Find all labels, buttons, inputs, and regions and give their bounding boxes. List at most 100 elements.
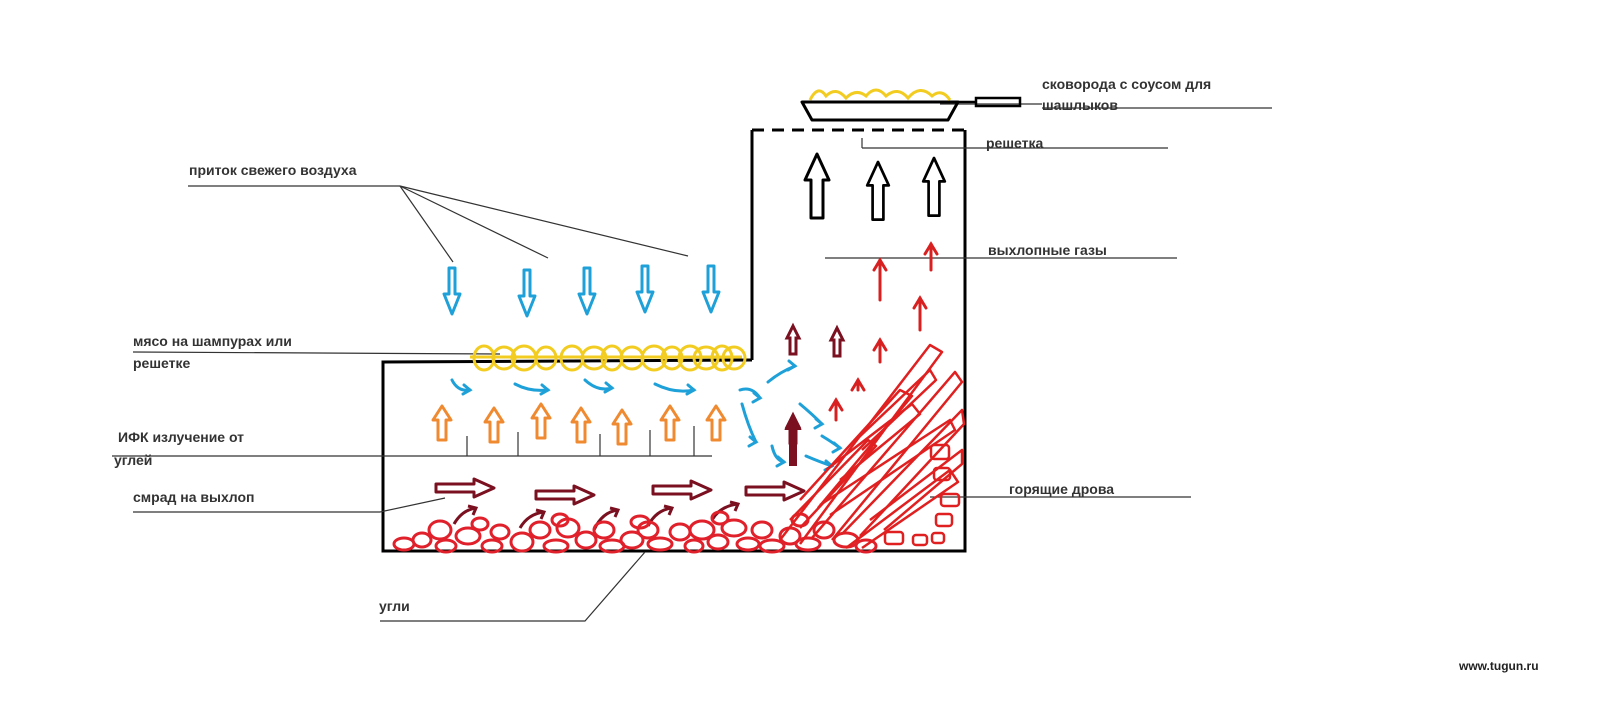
wood-chunk-3 — [939, 492, 961, 508]
label-meat-line1: мясо на шампурах или — [133, 333, 292, 349]
label-stench: смрад на выхлоп — [133, 489, 255, 505]
coal-34 — [710, 510, 730, 526]
coal-9 — [528, 520, 552, 540]
exhaust-arrow-head-6 — [828, 397, 844, 412]
log-3 — [841, 408, 966, 537]
coal-8 — [509, 531, 535, 553]
coal-7 — [489, 523, 511, 541]
airflow-head-8 — [775, 455, 787, 468]
coal-20 — [688, 519, 716, 541]
stench-curl-head-2 — [535, 508, 547, 520]
pointer-meat — [132, 351, 501, 355]
stench-curl-head-1 — [467, 504, 479, 516]
pointer-fresh-air-3 — [399, 185, 689, 257]
infrared-arrow-4 — [570, 406, 592, 444]
stench-arrow-2 — [534, 484, 596, 506]
stench-arrow-3 — [651, 479, 713, 501]
airflow-head-9 — [813, 417, 825, 430]
infrared-arrow-5 — [611, 408, 633, 446]
label-fresh-air: приток свежего воздуха — [189, 162, 357, 178]
coal-17 — [646, 536, 674, 552]
wood-chunk-5 — [911, 533, 929, 547]
log-6 — [825, 402, 922, 481]
airflow-head-6 — [786, 359, 798, 372]
dark-up-arrow-1 — [784, 322, 802, 356]
meat-piece-2 — [491, 345, 517, 371]
stench-curl-head-5 — [729, 500, 741, 512]
exhaust-arrow-head-1 — [872, 257, 888, 272]
chamber-wall — [381, 130, 967, 553]
airflow-head-3 — [603, 381, 615, 394]
coal-4 — [434, 538, 458, 554]
chimney-arrows — [803, 152, 947, 221]
meat-piece-9 — [640, 344, 668, 372]
coal-10 — [542, 538, 570, 554]
fresh-air-arrow-2 — [517, 268, 537, 318]
coal-12 — [574, 530, 598, 550]
fresh-air-arrow-4 — [635, 264, 655, 314]
exhaust-arrow-head-2 — [923, 241, 939, 256]
exhaust-arrows — [828, 241, 939, 422]
fresh-air-arrow-1 — [442, 266, 462, 316]
meat-piece-14 — [721, 345, 747, 371]
coal-18 — [668, 522, 692, 542]
airflow-head-5 — [751, 391, 763, 404]
coal-13 — [592, 520, 616, 540]
dark-up-arrow-2 — [828, 324, 846, 358]
infrared-arrow-2 — [483, 406, 505, 444]
coal-24 — [750, 520, 774, 540]
coal-28 — [812, 520, 836, 540]
fresh-air-arrow-3 — [577, 266, 597, 316]
stench-curl-head-4 — [663, 504, 675, 516]
coal-15 — [619, 530, 645, 550]
label-ir-line2: углей — [114, 452, 153, 468]
wood-chunk-1 — [929, 443, 951, 461]
log-7 — [789, 438, 878, 529]
coal-31 — [470, 516, 490, 532]
coal-22 — [720, 518, 748, 538]
label-grate: решетка — [986, 135, 1044, 151]
coal-2 — [411, 531, 433, 549]
airflow-head-2 — [539, 383, 551, 396]
coals — [392, 510, 878, 554]
fresh-air-arrow-5 — [701, 264, 721, 314]
meat-piece-10 — [660, 345, 684, 371]
pointer-lines — [112, 103, 1272, 622]
label-pan-line2: шашлыков — [1042, 97, 1118, 113]
chimney-arrow-1 — [803, 152, 831, 220]
meat-piece-6 — [580, 345, 608, 371]
chamber-outline — [381, 128, 967, 553]
log-2 — [811, 370, 964, 541]
pan-body — [800, 100, 960, 122]
stench-arrow-4 — [744, 480, 806, 502]
airflow-head-4 — [685, 383, 697, 396]
coal-27 — [794, 536, 822, 552]
label-exhaust: выхлопные газы — [988, 242, 1107, 258]
chimney-arrow-2 — [865, 160, 891, 221]
meat-piece-12 — [692, 345, 720, 371]
label-coals: угли — [379, 598, 410, 614]
coal-21 — [706, 533, 730, 551]
meat-piece-11 — [677, 344, 703, 372]
log-4 — [869, 448, 964, 531]
meat-piece-4 — [534, 345, 558, 371]
infrared-arrow-7 — [705, 404, 727, 442]
frying-pan — [800, 88, 1022, 122]
coal-5 — [454, 526, 482, 546]
burning-firewood — [779, 343, 966, 550]
wood-chunk-4 — [934, 512, 954, 528]
infrared-arrow-1 — [431, 404, 453, 442]
wood-chunk-7 — [930, 531, 946, 545]
pointer-fresh-air-1 — [399, 185, 454, 263]
pointer-fresh-air-2 — [399, 185, 549, 259]
pointer-coals — [380, 551, 646, 622]
watermark: www.tugun.ru — [1459, 659, 1539, 673]
pointer-stench — [133, 497, 446, 513]
coal-23 — [735, 536, 761, 552]
airflow-head-10 — [831, 441, 843, 454]
exhaust-arrow-head-3 — [912, 295, 928, 310]
wood-chunk-6 — [883, 530, 905, 546]
airflow-head-1 — [461, 383, 473, 396]
